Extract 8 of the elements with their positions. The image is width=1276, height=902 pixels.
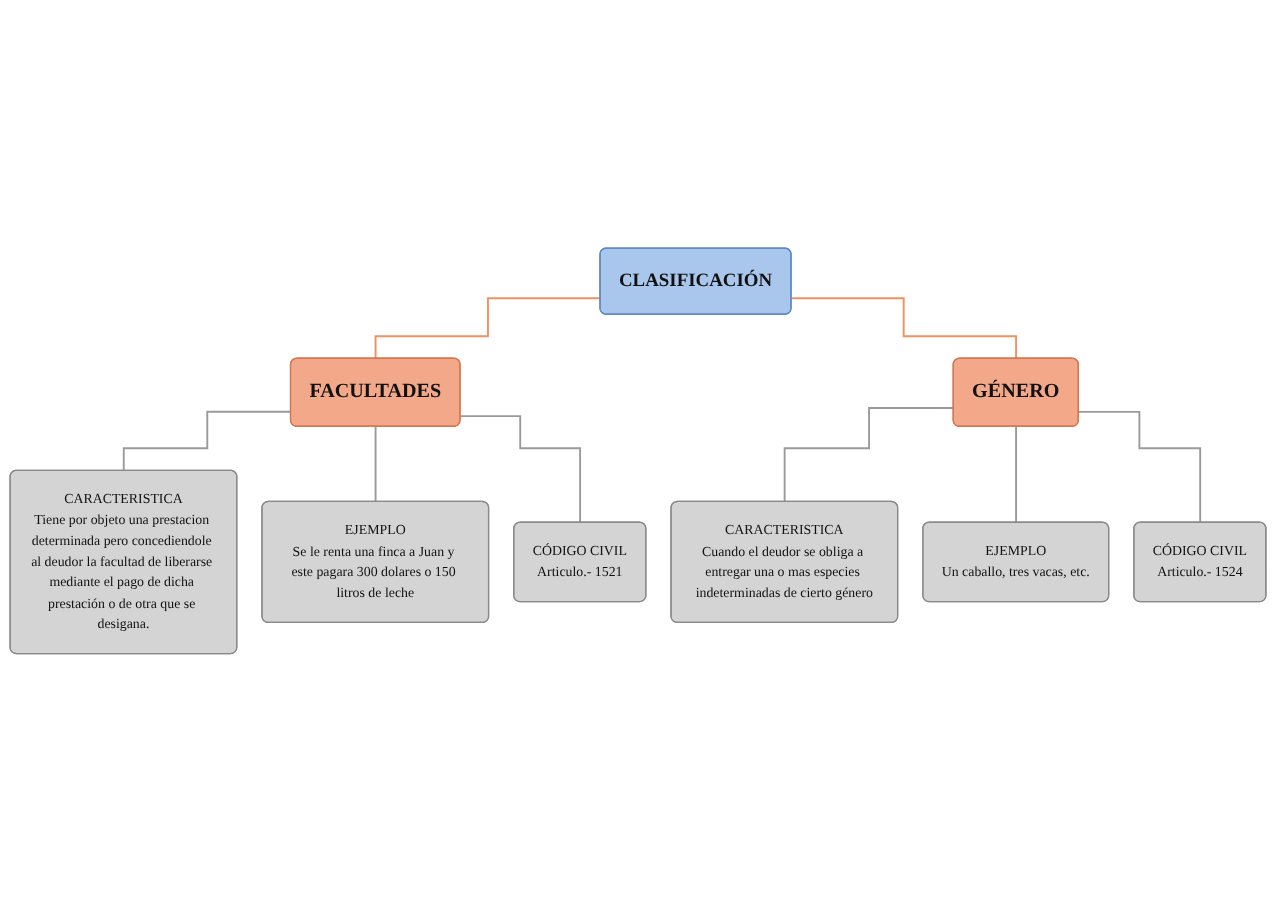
- connector: [122, 410, 293, 473]
- connector: [783, 407, 955, 504]
- connector: [374, 426, 377, 504]
- connector: [1015, 426, 1018, 524]
- connector: [790, 297, 1018, 360]
- connector: [459, 415, 582, 524]
- connector: [1077, 411, 1202, 524]
- connector: [374, 297, 602, 360]
